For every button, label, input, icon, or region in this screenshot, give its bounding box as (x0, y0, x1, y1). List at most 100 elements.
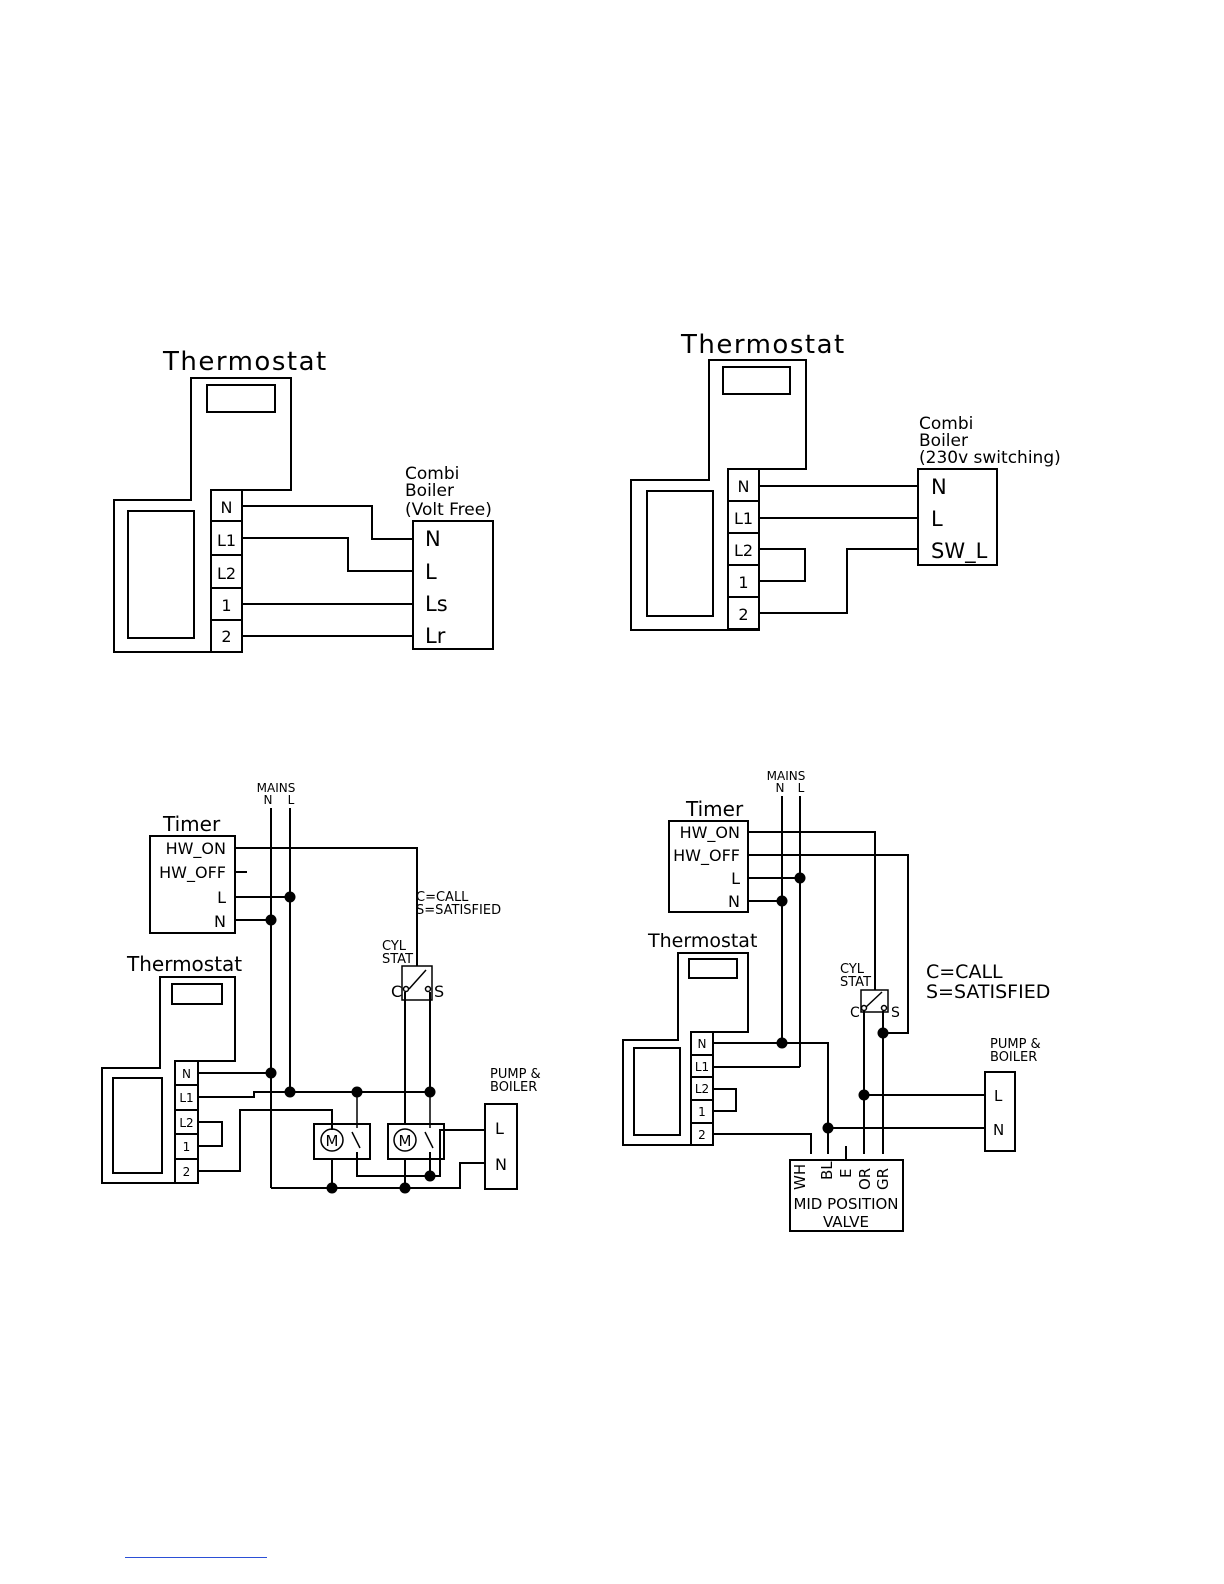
junction-dot (265, 914, 277, 926)
zone-valve-2 (387, 1123, 445, 1160)
mid-position-valve-box (789, 1159, 904, 1232)
wire (430, 1129, 485, 1177)
boiler-terminal-label: L (425, 560, 437, 584)
legend-line: C=CALL (926, 961, 1003, 983)
valve-switch (351, 1131, 361, 1149)
junction-dot (877, 1027, 889, 1039)
mains-terminal-label: L (288, 793, 295, 807)
terminal-label: 1 (221, 596, 231, 615)
cyl-stat-contact (402, 985, 410, 993)
cyl-stat-contact (424, 985, 432, 993)
motor-label: M (326, 1132, 339, 1150)
timer-terminal-label: L (217, 888, 226, 907)
diagram-mid-position-valve: MAINS N L Timer HW_ON HW_OFF L N CYL STA… (622, 769, 1050, 1232)
terminal-label: 1 (698, 1105, 706, 1119)
timer-title: Timer (685, 797, 744, 821)
link-wire (759, 548, 806, 582)
timer-terminal-label: HW_ON (680, 823, 740, 843)
neutral-bus (271, 1162, 485, 1189)
junction-dot (776, 1037, 788, 1049)
terminal-label: L1 (179, 1091, 193, 1105)
boiler-label-line: (Volt Free) (405, 500, 492, 520)
terminal-label: 2 (183, 1165, 191, 1179)
cyl-stat-label: STAT (382, 952, 413, 967)
terminal-label: L1 (217, 531, 236, 550)
junction-dot (776, 895, 788, 907)
thermostat-display (688, 958, 738, 979)
timer-terminal-label: HW_ON (166, 839, 226, 859)
link-wire (198, 1121, 223, 1147)
valve-wire-label: GR (874, 1168, 892, 1190)
terminal-label: L1 (734, 509, 753, 528)
cyl-stat-box (401, 965, 433, 1001)
pump-label: PUMP & (990, 1037, 1041, 1052)
legend-line: S=SATISFIED (926, 981, 1050, 1003)
mains-terminal-label: L (798, 781, 805, 795)
boiler-terminal-label: Lr (425, 624, 446, 648)
terminal-label: 1 (183, 1140, 191, 1154)
legend-line: S=SATISFIED (416, 903, 501, 918)
cyl-stat-box (860, 989, 889, 1013)
wire (356, 1152, 431, 1177)
terminal-label: L1 (695, 1060, 709, 1074)
pump-terminal-label: N (495, 1155, 507, 1174)
legend-line: C=CALL (416, 890, 469, 905)
valve-switch (424, 1131, 434, 1149)
diagram-two-zone-valves: MAINS N L Timer HW_ON HW_OFF L N C=CALL … (101, 781, 541, 1194)
valve-label: VALVE (823, 1213, 869, 1231)
thermostat-title: Thermostat (680, 330, 846, 360)
motor-symbol (320, 1128, 344, 1152)
boiler-label-line: Boiler (405, 481, 454, 501)
mains-terminal-label: N (264, 793, 273, 807)
mains-label: MAINS (767, 769, 806, 783)
boiler-label-line: (230v switching) (919, 448, 1061, 468)
cyl-stat-switch (408, 969, 427, 990)
pump-boiler-box (984, 1071, 1016, 1152)
wire (748, 831, 876, 990)
terminal-label: L2 (695, 1082, 709, 1096)
thermostat-panel (633, 1047, 681, 1136)
boiler-terminal-label: N (425, 527, 441, 551)
cyl-stat-terminal-label: C (850, 1005, 860, 1021)
zone-valve-1 (313, 1123, 371, 1160)
terminal-label: 1 (738, 573, 748, 592)
pump-boiler-box (484, 1103, 518, 1190)
terminal-label: L2 (179, 1116, 193, 1130)
timer-title: Timer (162, 812, 221, 836)
cyl-stat-terminal-label: C (391, 982, 402, 1001)
boiler-terminal-label: N (931, 475, 947, 499)
boiler-label-line: Combi (919, 414, 973, 434)
footnote-rule (125, 1557, 267, 1558)
timer-terminal-label: N (214, 912, 226, 931)
cyl-stat-terminal-label: S (434, 982, 444, 1001)
thermostat-body (113, 377, 292, 653)
thermostat-panel (127, 510, 195, 639)
pump-terminal-label: N (993, 1121, 1004, 1139)
boiler-terminal-label: Ls (425, 592, 448, 616)
terminal-label: N (221, 498, 233, 517)
pump-label: PUMP & (490, 1067, 541, 1082)
thermostat-display (722, 366, 791, 395)
wire (242, 505, 413, 540)
terminal-label: 2 (738, 605, 748, 624)
cyl-stat-label: CYL (382, 939, 407, 954)
timer-terminal-label: HW_OFF (673, 846, 740, 866)
valve-wire-label: BL (818, 1161, 836, 1180)
terminal-label: 2 (698, 1128, 706, 1142)
junction-dot (399, 1182, 411, 1194)
pump-label: BOILER (990, 1050, 1037, 1065)
terminal-block (210, 489, 243, 653)
boiler-terminal-label: L (931, 507, 943, 531)
combi-boiler-box (412, 520, 494, 650)
mains-label: MAINS (257, 781, 296, 795)
timer-box (668, 820, 749, 913)
timer-box (149, 835, 236, 934)
timer-terminal-label: HW_OFF (159, 863, 226, 883)
valve-wire-label: E (837, 1169, 855, 1178)
pump-label: BOILER (490, 1080, 537, 1095)
cyl-stat-contact (880, 1004, 888, 1012)
wire (759, 548, 918, 614)
terminal-label: N (738, 477, 750, 496)
thermostat-title: Thermostat (647, 930, 757, 952)
valve-wire-label: WH (791, 1164, 809, 1190)
